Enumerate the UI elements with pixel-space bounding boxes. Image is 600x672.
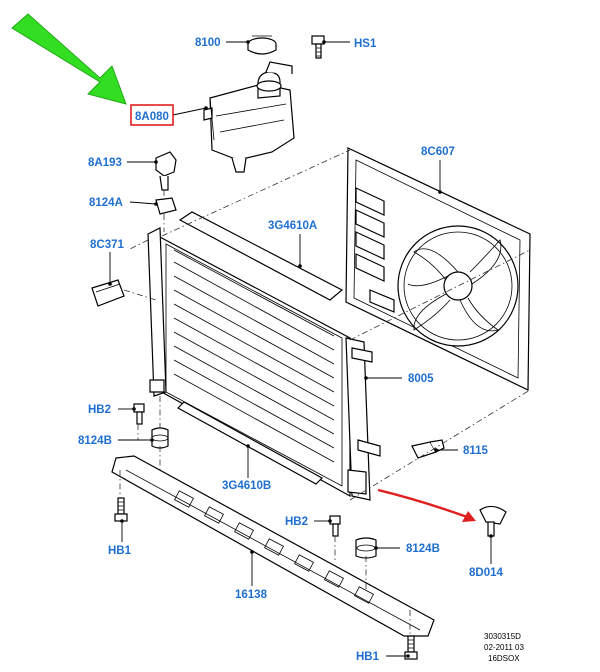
label-hb1-bottom: HB1 — [356, 651, 380, 663]
pressure-cap — [247, 35, 277, 55]
label-8124a: 8124A — [89, 197, 123, 209]
label-8c607: 8C607 — [421, 146, 455, 158]
pad-8c371 — [91, 279, 125, 307]
fan-shroud — [345, 147, 531, 391]
green-arrow-icon — [11, 13, 127, 105]
footer-model: 16DSOX — [488, 654, 520, 663]
hb2-bolt-left — [133, 403, 145, 425]
clip-8d014 — [479, 505, 507, 537]
label-hb2-right: HB2 — [285, 516, 308, 528]
footer-code: 3030315D — [484, 632, 521, 641]
label-8005: 8005 — [408, 373, 434, 385]
label-8115: 8115 — [463, 445, 489, 457]
bushing-8124b-right — [355, 537, 377, 559]
seal-3g4610b — [177, 401, 323, 485]
label-8d014: 8D014 — [469, 567, 503, 579]
label-8c371: 8C371 — [90, 239, 124, 251]
radiator-core — [147, 227, 381, 501]
label-hs1: HS1 — [354, 38, 377, 50]
alignment-lines — [119, 149, 531, 636]
sensor-8115 — [411, 439, 445, 459]
label-8a193: 8A193 — [88, 157, 122, 169]
label-3g4610b: 3G4610B — [222, 480, 271, 492]
hs1-bolt — [311, 35, 325, 59]
expansion-tank — [203, 61, 295, 173]
bushing-8124a — [155, 197, 177, 215]
hb1-bolt-bottom — [404, 635, 418, 660]
sensor-8a193 — [155, 151, 177, 191]
seal-3g4610a — [178, 211, 344, 301]
label-3g4610a: 3G4610A — [268, 220, 317, 232]
label-8100: 8100 — [195, 37, 221, 49]
highlight-box — [130, 104, 174, 126]
hb1-bolt-left — [114, 497, 128, 522]
lower-support — [111, 455, 435, 637]
footer-date: 02-2011 03 — [484, 643, 524, 652]
label-8a080: 8A080 — [135, 111, 169, 123]
label-8124b-left: 8124B — [78, 435, 112, 447]
hb2-bolt-right — [329, 515, 341, 537]
label-hb1-left: HB1 — [108, 545, 132, 557]
label-8124b-right: 8124B — [406, 543, 440, 555]
bushing-8124b-left — [151, 427, 169, 449]
red-arrow-icon — [377, 488, 476, 522]
leader-lines — [108, 40, 493, 658]
label-16138: 16138 — [235, 589, 268, 601]
label-hb2-left: HB2 — [88, 404, 111, 416]
